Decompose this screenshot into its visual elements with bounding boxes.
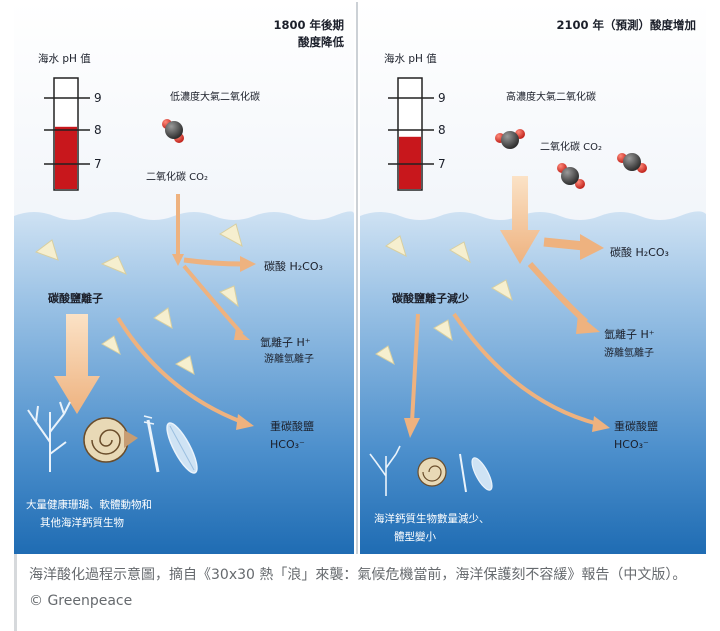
nautilus-shell-icon <box>417 457 447 487</box>
right-bicarbonate: 重碳酸鹽 <box>614 419 658 433</box>
right-ph-title: 海水 pH 值 <box>384 52 437 65</box>
ocean-acidification-diagram: 1800 年後期 酸度降低 海水 pH 值 9 8 7 低濃度大氣二氧化碳 二氧… <box>14 2 706 554</box>
left-ph-level-fill <box>55 126 77 189</box>
shell-icon <box>471 457 493 491</box>
left-organisms <box>27 401 198 474</box>
right-ph-gauge: 海水 pH 值 9 8 7 <box>384 52 446 191</box>
left-organisms-label-2: 其他海洋鈣質生物 <box>40 516 124 529</box>
left-ph-title: 海水 pH 值 <box>38 52 91 65</box>
right-organisms-label-2: 體型變小 <box>394 530 436 543</box>
right-carbonate-crystals <box>375 235 513 366</box>
nautilus-shell-icon <box>83 417 138 463</box>
right-tick-label-9: 9 <box>438 91 446 105</box>
left-bicarbonate-formula: HCO₃⁻ <box>270 438 305 451</box>
right-free-hydrogen: 游離氫離子 <box>604 346 654 359</box>
left-arrow-hydrogen <box>182 264 244 336</box>
right-ocean <box>360 211 706 554</box>
left-title-line1: 1800 年後期 <box>273 18 344 32</box>
co2-molecule-icon <box>557 163 585 189</box>
coral-icon <box>27 401 71 472</box>
left-ph-gauge: 海水 pH 值 9 8 7 <box>38 52 102 191</box>
left-arrow-bicarbonate <box>116 316 243 424</box>
right-arrow-bicarbonate <box>452 312 599 426</box>
left-bicarbonate: 重碳酸鹽 <box>270 419 314 433</box>
right-co2-label: 二氧化碳 CO₂ <box>540 140 602 153</box>
left-atm-label: 低濃度大氣二氧化碳 <box>170 90 260 103</box>
left-arrow-carbonic <box>183 257 243 267</box>
right-ph-level-fill <box>399 136 421 189</box>
left-co2-label: 二氧化碳 CO₂ <box>146 170 208 183</box>
pteropod-icon <box>143 415 160 473</box>
left-tick-label-8: 8 <box>94 123 102 137</box>
left-co2-molecule <box>162 119 184 143</box>
right-carbonic-acid: 碳酸 H₂CO₃ <box>610 245 669 259</box>
co2-molecule-icon <box>495 129 525 149</box>
left-arrow-organisms <box>54 314 100 414</box>
coral-icon <box>369 445 401 496</box>
left-ocean <box>14 211 354 554</box>
right-hydrogen-ion: 氫離子 H⁺ <box>604 327 655 341</box>
right-arrow-carbonic <box>543 237 585 251</box>
left-carbonate-crystals <box>34 223 243 375</box>
right-carbonate-ion: 碳酸鹽離子減少 <box>392 291 469 305</box>
shell-icon <box>166 422 198 474</box>
right-atm-label: 高濃度大氣二氧化碳 <box>506 90 596 103</box>
right-arrow-organisms <box>410 313 420 423</box>
left-carbonic-acid: 碳酸 H₂CO₃ <box>264 259 323 273</box>
right-organisms-label-1: 海洋鈣質生物數量減少、 <box>374 512 490 525</box>
left-organisms-label-1: 大量健康珊瑚、軟體動物和 <box>26 498 152 511</box>
left-title-line2: 酸度降低 <box>298 35 344 49</box>
right-arrows <box>404 176 610 438</box>
left-tick-label-7: 7 <box>94 157 102 171</box>
caption-text: 海洋酸化過程示意圖，摘自《30x30 熱「浪」來襲：氣候危機當前，海洋保護刻不容… <box>29 567 687 609</box>
left-arrows <box>54 194 256 430</box>
right-organisms <box>369 445 493 496</box>
right-title: 2100 年（預測）酸度增加 <box>556 18 696 32</box>
left-carbonate-ion: 碳酸鹽離子 <box>48 291 103 305</box>
left-hydrogen-ion: 氫離子 H⁺ <box>260 335 311 349</box>
left-free-hydrogen: 游離氫離子 <box>264 352 314 365</box>
right-bicarbonate-formula: HCO₃⁻ <box>614 438 649 451</box>
co2-molecule-icon <box>617 153 647 173</box>
right-panel: 2100 年（預測）酸度增加 海水 pH 值 9 8 7 高濃度大氣二氧化碳 二… <box>360 2 706 554</box>
right-co2-molecules <box>495 129 647 189</box>
figure-caption: 海洋酸化過程示意圖，摘自《30x30 熱「浪」來襲：氣候危機當前，海洋保護刻不容… <box>14 554 706 631</box>
left-panel: 1800 年後期 酸度降低 海水 pH 值 9 8 7 低濃度大氣二氧化碳 二氧… <box>14 2 354 554</box>
right-tick-label-8: 8 <box>438 123 446 137</box>
pteropod-icon <box>459 453 467 493</box>
right-arrow-co2-down <box>500 176 540 264</box>
left-tick-label-9: 9 <box>94 91 102 105</box>
right-tick-label-7: 7 <box>438 157 446 171</box>
